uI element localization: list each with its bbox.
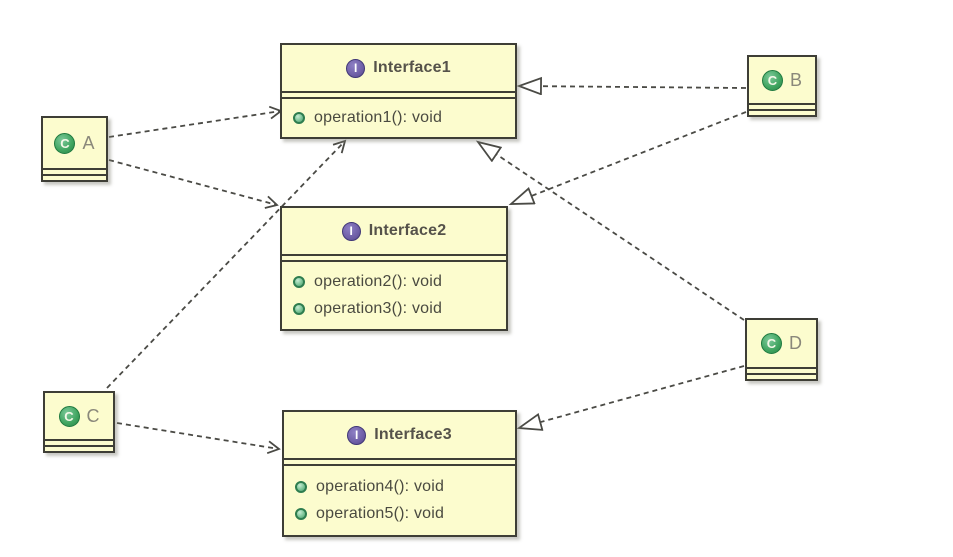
edge-a-interface2-dependency [108, 159, 279, 209]
edge-b-interface1-realization [519, 86, 747, 88]
class-b-title: C B [749, 57, 815, 103]
operation-label: operation2(): void [314, 273, 443, 290]
class-icon: C [58, 405, 80, 427]
operation-row: operation5(): void [284, 505, 515, 523]
attributes-compartment [284, 460, 515, 466]
attributes-compartment [43, 168, 106, 174]
operation-label: operation4(): void [316, 477, 445, 495]
interface2-box[interactable]: I Interface2 operation2(): void operatio… [280, 206, 508, 331]
attributes-compartment [747, 367, 816, 373]
class-b-box[interactable]: C B [747, 55, 817, 117]
class-c-box[interactable]: C C [43, 391, 115, 453]
edge-a-interface1-dependency [108, 105, 283, 138]
interface-name: Interface3 [374, 426, 452, 443]
interface3-title: I Interface3 [284, 412, 515, 460]
operations-compartment: operation4(): void operation5(): void [284, 466, 515, 535]
class-name: A [82, 132, 95, 153]
operation-icon [295, 480, 307, 493]
operation-label: operation5(): void [316, 505, 445, 523]
interface-name: Interface2 [368, 222, 447, 239]
interface2-title: I Interface2 [282, 208, 506, 256]
interface1-title: I Interface1 [282, 45, 515, 93]
class-d-box[interactable]: C D [745, 318, 818, 381]
operation-label: operation3(): void [314, 300, 443, 317]
class-a-title: C A [43, 118, 106, 168]
class-name: C [86, 405, 100, 426]
edge-c-interface1-dependency [106, 139, 347, 389]
class-name: D [789, 333, 802, 353]
operation-icon [293, 303, 305, 315]
operations-compartment [749, 109, 815, 115]
operation-icon [295, 508, 307, 521]
attributes-compartment [45, 439, 113, 445]
attributes-compartment [749, 103, 815, 109]
class-a-box[interactable]: C A [41, 116, 108, 182]
edge-d-interface1-realization [478, 142, 745, 321]
operations-compartment: operation2(): void operation3(): void [282, 262, 506, 329]
operations-compartment: operation1(): void [282, 99, 515, 137]
operations-compartment [747, 373, 816, 379]
edge-b-interface2-realization [511, 111, 747, 204]
operation-row: operation4(): void [284, 478, 515, 496]
class-d-title: C D [747, 320, 816, 367]
attributes-compartment [282, 256, 506, 262]
operations-compartment [45, 445, 113, 451]
edge-c-interface3-dependency [116, 422, 281, 455]
class-c-title: C C [45, 393, 113, 439]
interface-icon: I [347, 425, 367, 445]
operation-icon [293, 112, 305, 124]
class-icon: C [761, 69, 783, 91]
interface-icon: I [346, 58, 366, 78]
attributes-compartment [282, 93, 515, 99]
edge-d-interface3-realization [519, 365, 745, 428]
operation-row: operation2(): void [282, 273, 506, 291]
class-icon: C [761, 333, 782, 354]
operation-icon [293, 276, 305, 288]
operations-compartment [43, 174, 106, 180]
class-name: B [789, 69, 802, 90]
operation-row: operation3(): void [282, 300, 506, 318]
class-icon: C [54, 132, 76, 154]
interface3-box[interactable]: I Interface3 operation4(): void operatio… [282, 410, 517, 537]
operation-row: operation1(): void [282, 109, 515, 127]
interface-name: Interface1 [373, 59, 451, 76]
operation-label: operation1(): void [314, 109, 443, 126]
interface1-box[interactable]: I Interface1 operation1(): void [280, 43, 517, 139]
interface-icon: I [341, 221, 361, 241]
